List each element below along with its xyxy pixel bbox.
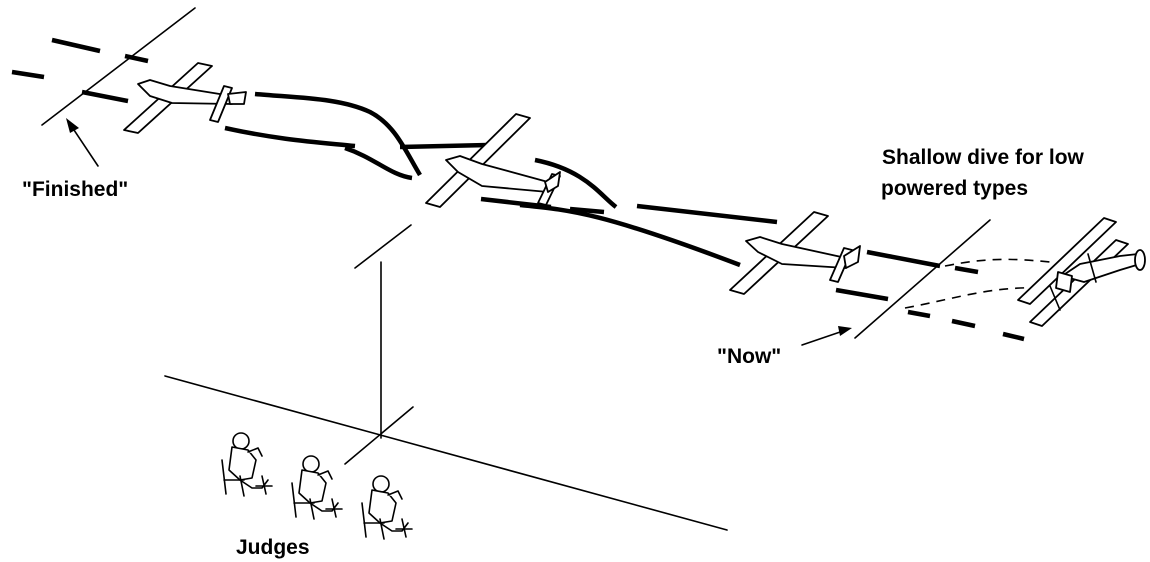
shallow-dive-note-line2: powered types bbox=[881, 177, 1028, 200]
finished-label: "Finished" bbox=[22, 178, 128, 201]
start-gate-line bbox=[854, 219, 991, 339]
shallow-dive-note-line1: Shallow dive for low bbox=[882, 146, 1085, 169]
ground-axis-line bbox=[164, 375, 728, 531]
monoplane-icon bbox=[123, 62, 247, 134]
biplane-strut bbox=[1049, 285, 1061, 311]
biplane-upper-wing bbox=[1017, 217, 1117, 305]
now-arrow bbox=[801, 326, 852, 346]
judge-figure bbox=[221, 432, 273, 497]
plane-fin bbox=[227, 91, 247, 105]
shallow-dive-path bbox=[904, 258, 1051, 309]
now-arrow-line bbox=[801, 329, 847, 346]
ground-lines bbox=[164, 224, 728, 531]
plane-fin bbox=[843, 245, 861, 269]
now-arrow-head bbox=[838, 326, 852, 336]
biplane-strut bbox=[1087, 253, 1097, 283]
start-gate bbox=[854, 219, 991, 339]
finished-arrow bbox=[66, 118, 99, 167]
flight-path bbox=[11, 37, 1025, 342]
judge-sight-line bbox=[344, 406, 414, 465]
judge-figure bbox=[291, 455, 343, 520]
finish-gate-line bbox=[41, 7, 196, 126]
monoplane-icon bbox=[425, 113, 561, 208]
finish-gate bbox=[41, 7, 196, 126]
judge-figure bbox=[361, 475, 413, 540]
finished-arrow-line bbox=[69, 123, 99, 167]
biplane-propeller bbox=[1134, 249, 1146, 271]
plane-wing bbox=[425, 113, 531, 208]
biplane-tail bbox=[1055, 271, 1073, 293]
plane-fin bbox=[544, 171, 561, 193]
finished-arrow-head bbox=[66, 118, 79, 133]
judges-label: Judges bbox=[236, 536, 310, 559]
vertical-reference-crossbar bbox=[354, 224, 412, 269]
plane-tail bbox=[209, 85, 233, 123]
monoplane-icon bbox=[729, 211, 861, 295]
now-label: "Now" bbox=[717, 345, 781, 368]
biplane-icon bbox=[1017, 217, 1146, 327]
